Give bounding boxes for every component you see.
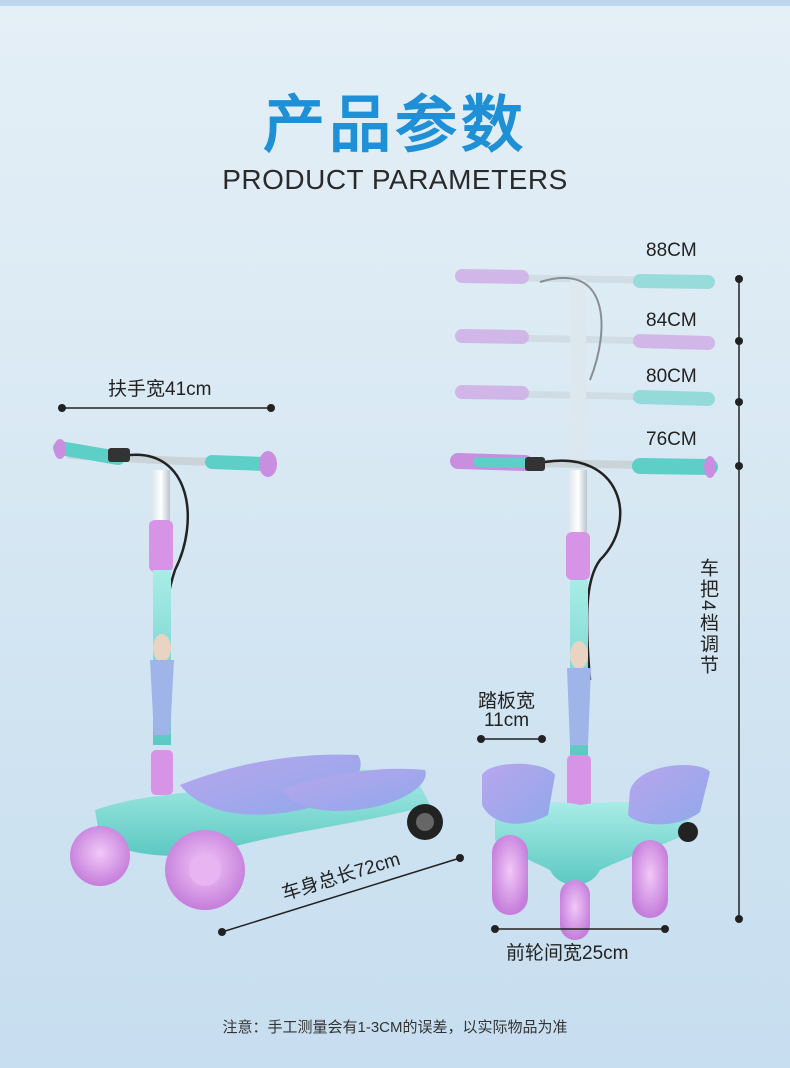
right-scooter bbox=[450, 269, 718, 940]
front-wheel-spacing-label: 前轮间宽25cm bbox=[506, 943, 629, 964]
measure-front-wheel-spacing bbox=[491, 925, 669, 933]
measure-handlebar-width bbox=[58, 404, 275, 412]
handle-adjust-label: 车把4档调节 bbox=[697, 558, 718, 676]
height-label-80: 80CM bbox=[646, 366, 697, 387]
pedal-width-label: 踏板宽 bbox=[478, 691, 536, 712]
height-label-84: 84CM bbox=[646, 310, 697, 331]
pedal-width-value: 11cm bbox=[484, 710, 530, 731]
height-label-88: 88CM bbox=[646, 240, 697, 261]
left-scooter bbox=[53, 439, 443, 910]
top-accent-bar bbox=[0, 0, 790, 6]
page-subtitle: PRODUCT PARAMETERS bbox=[222, 164, 568, 195]
measure-pedal-width bbox=[477, 735, 546, 743]
handlebar-width-label: 扶手宽41cm bbox=[108, 379, 212, 400]
measure-body-length bbox=[218, 854, 464, 936]
height-label-76: 76CM bbox=[646, 429, 697, 450]
measure-height-scale bbox=[735, 275, 743, 923]
measurement-note: 注意：手工测量会有1-3CM的误差，以实际物品为准 bbox=[222, 1019, 568, 1036]
page-title: 产品参数 bbox=[262, 91, 527, 160]
